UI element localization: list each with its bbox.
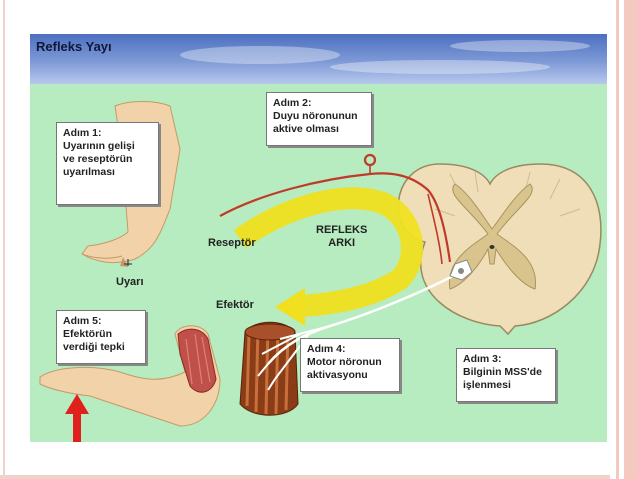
slide-border-left — [3, 0, 5, 479]
step-4-box: Adım 4: Motor nöronun aktivasyonu — [300, 338, 400, 392]
motor-neuron — [257, 259, 473, 391]
cloud — [180, 46, 340, 64]
slide-border-right — [610, 0, 638, 479]
step-2-box: Adım 2: Duyu nöronunun aktive olması — [266, 92, 372, 146]
figure-title: Refleks Yayı — [36, 39, 112, 54]
slide-border-bottom — [0, 475, 610, 479]
spinal-cord — [397, 163, 602, 336]
cloud — [330, 60, 550, 74]
step-1-box: Adım 1: Uyarının gelişi ve reseptörün uy… — [56, 122, 159, 205]
sensory-neuron — [219, 153, 452, 265]
receptor-label: Reseptör — [208, 237, 256, 249]
reflex-arc-label: REFLEKS ARKI — [316, 224, 368, 249]
reflex-arc-arrow — [233, 187, 423, 326]
effector-label: Efektör — [216, 299, 254, 311]
step-3-box: Adım 3: Bilginin MSS'de işlenmesi — [456, 348, 556, 402]
cloud — [450, 40, 590, 52]
stimulus-label: Uyarı — [116, 276, 144, 288]
arm-bottom — [39, 325, 221, 427]
muscle-fiber-bundle — [239, 321, 299, 416]
title-banner — [30, 34, 607, 84]
stimulus-arrow — [65, 394, 89, 442]
step-5-box: Adım 5: Efektörün verdiği tepki — [56, 310, 146, 364]
reflex-arc-figure: Refleks Yayı — [30, 34, 607, 442]
stimulus-point — [124, 259, 132, 266]
